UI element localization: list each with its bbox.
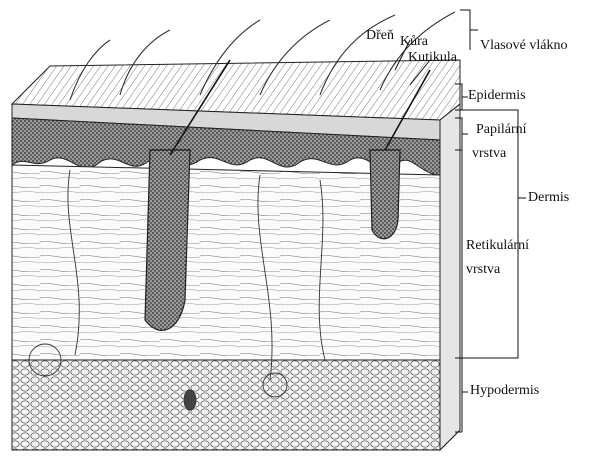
hypodermis-layer bbox=[12, 350, 460, 450]
label-dermis: Dermis bbox=[528, 190, 569, 206]
vlasove-vlakno-bracket bbox=[460, 10, 478, 50]
label-papilarni-2: vrstva bbox=[472, 146, 506, 162]
label-epidermis: Epidermis bbox=[468, 88, 526, 104]
block-side-face bbox=[440, 104, 460, 450]
label-kura: Kůra bbox=[400, 34, 428, 50]
label-vlasove-vlakno: Vlasové vlákno bbox=[480, 38, 567, 54]
label-retikularni-1: Retikulární bbox=[466, 238, 529, 254]
label-retikularni-2: vrstva bbox=[466, 262, 500, 278]
label-kutikula: Kutikula bbox=[408, 50, 457, 66]
label-papilarni-1: Papilární bbox=[476, 122, 527, 138]
label-hypodermis: Hypodermis bbox=[470, 383, 539, 399]
label-dren: Dřeň bbox=[366, 28, 394, 44]
